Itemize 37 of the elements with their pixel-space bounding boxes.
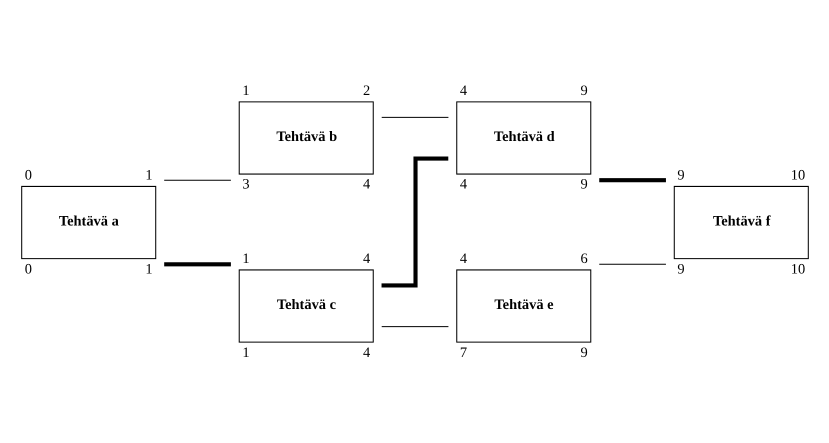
connector <box>598 178 666 182</box>
node-label: 2 <box>362 82 370 98</box>
node-label: 4 <box>362 250 370 266</box>
node-label: 4 <box>459 176 467 192</box>
node-label: 9 <box>580 82 588 98</box>
connector <box>381 116 448 118</box>
node-label: 10 <box>790 166 805 183</box>
node-label: 0 <box>24 166 32 183</box>
connector <box>598 263 666 264</box>
connector <box>381 326 448 327</box>
node-label: 1 <box>144 166 152 183</box>
node-label: 9 <box>676 260 684 277</box>
node-box: Tehtävä e <box>456 268 591 342</box>
node-label: 4 <box>459 250 467 266</box>
node-label: 1 <box>144 260 152 277</box>
node-label: 1 <box>242 344 250 360</box>
connector <box>381 156 448 287</box>
node-label: 1 <box>242 250 250 266</box>
node-label: 1 <box>242 82 250 98</box>
node-label: 4 <box>459 82 467 98</box>
node-label: 6 <box>580 250 588 266</box>
node-label: 9 <box>580 344 588 360</box>
node-label: 7 <box>459 344 467 360</box>
node-box: Tehtävä d <box>456 100 591 174</box>
node-label: 0 <box>24 260 32 277</box>
node-label: 10 <box>790 260 805 277</box>
node-box: Tehtävä f <box>673 185 808 259</box>
node-label: 9 <box>580 176 588 192</box>
node-label: 4 <box>362 344 370 360</box>
node-label: 9 <box>676 166 684 183</box>
node-label: 3 <box>242 176 250 192</box>
node-box: Tehtävä b <box>238 100 374 174</box>
connector <box>164 262 230 266</box>
connector <box>164 179 230 180</box>
node-label: 4 <box>362 176 370 192</box>
node-box: Tehtävä a <box>20 185 156 259</box>
node-box: Tehtävä c <box>238 268 374 342</box>
